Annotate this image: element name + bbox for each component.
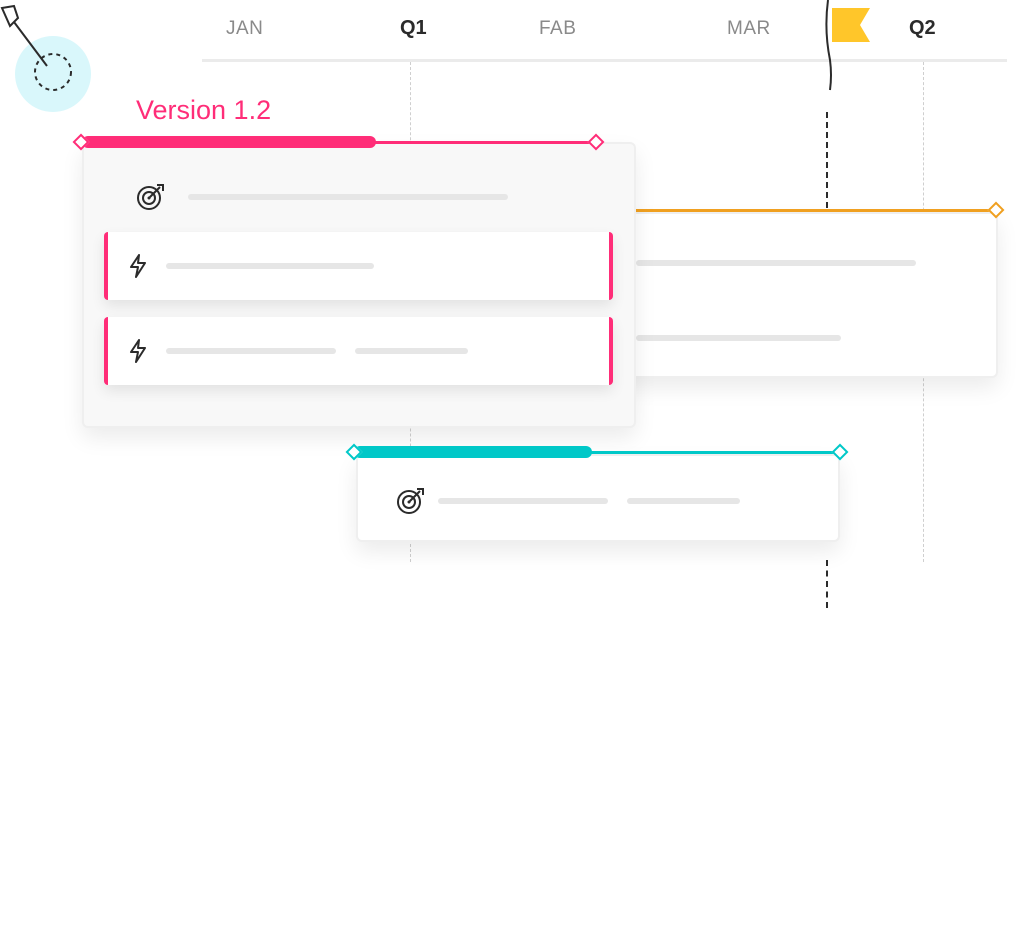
pink-progress-bar bbox=[82, 136, 376, 148]
target-icon bbox=[137, 184, 164, 210]
teal-version-line bbox=[354, 451, 840, 454]
month-feb: FAB bbox=[539, 18, 577, 39]
flag-icon[interactable] bbox=[822, 0, 892, 92]
placeholder-bar bbox=[636, 335, 841, 341]
placeholder-bar bbox=[636, 260, 916, 266]
today-line bbox=[826, 112, 828, 208]
timeline-header-rule bbox=[202, 59, 1007, 62]
lightning-icon bbox=[130, 254, 146, 278]
quarter-q1: Q1 bbox=[400, 17, 427, 39]
quarter-q2: Q2 bbox=[909, 17, 936, 39]
target-arrow-icon bbox=[0, 4, 72, 91]
placeholder-bar bbox=[188, 194, 508, 200]
version-label: Version 1.2 bbox=[136, 95, 272, 125]
placeholder-bar bbox=[627, 498, 740, 504]
lightning-icon bbox=[130, 339, 146, 363]
placeholder-bar bbox=[166, 348, 336, 354]
target-icon bbox=[397, 488, 424, 514]
task-card-2[interactable] bbox=[104, 317, 613, 385]
placeholder-bar bbox=[166, 263, 374, 269]
month-mar: MAR bbox=[727, 18, 771, 39]
task-card-1[interactable] bbox=[104, 232, 613, 300]
placeholder-bar bbox=[438, 498, 608, 504]
teal-progress-bar bbox=[354, 446, 592, 458]
month-jan: JAN bbox=[226, 18, 264, 39]
today-line-lower bbox=[826, 560, 828, 608]
placeholder-bar bbox=[355, 348, 468, 354]
logo-circle bbox=[15, 36, 91, 112]
orange-version-line bbox=[630, 209, 994, 212]
teal-version-card[interactable] bbox=[356, 454, 840, 542]
orange-version-card[interactable] bbox=[600, 212, 998, 378]
